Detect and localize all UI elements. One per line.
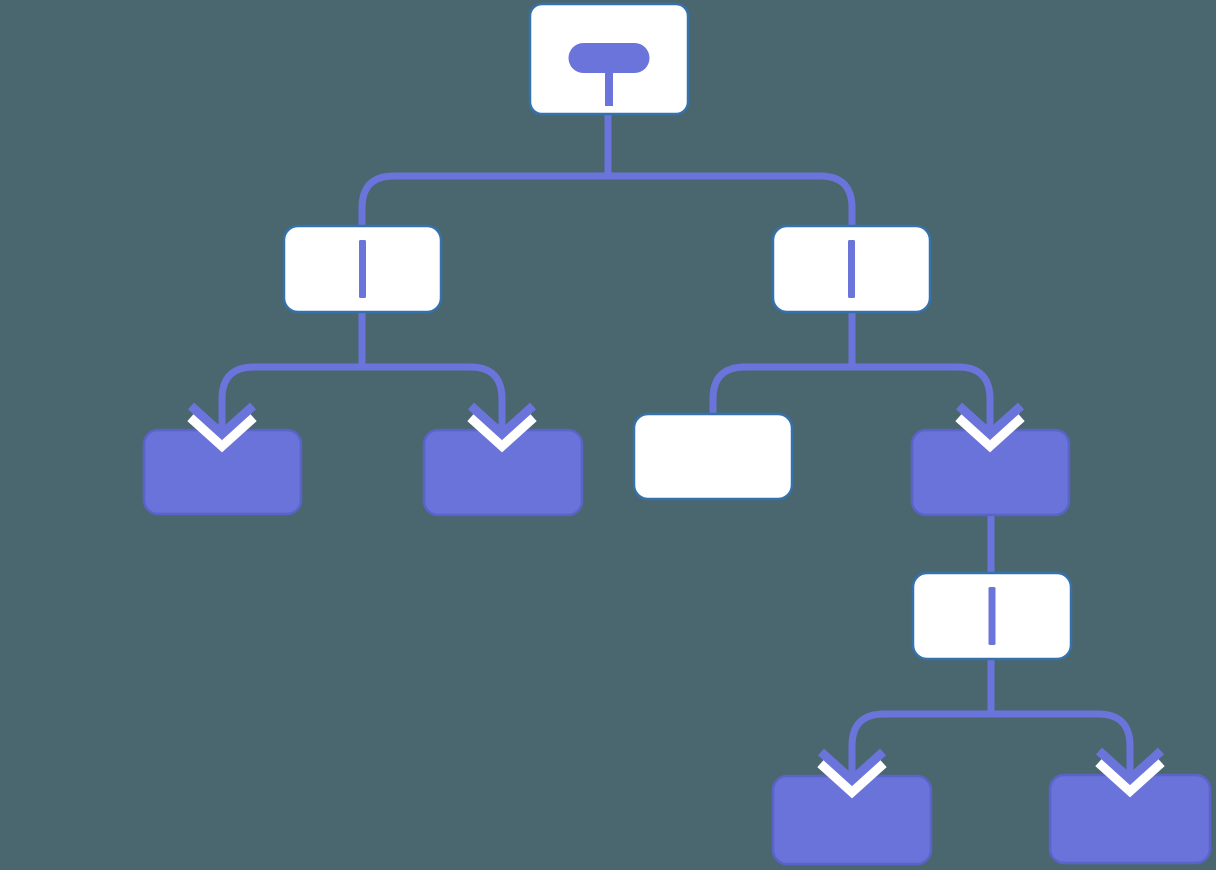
- chevron-purple-icon: [955, 402, 1025, 441]
- edge-root-split-rail: [358, 172, 856, 228]
- node-box-node-plain[interactable]: [632, 412, 794, 501]
- node-root[interactable]: [528, 2, 690, 116]
- chevron-white-icon: [187, 412, 257, 453]
- branch-divider-icon: [359, 240, 366, 298]
- chevron-white-icon: [817, 758, 887, 799]
- arrowhead-chevron-icon: [817, 748, 887, 799]
- arrowhead-chevron-icon: [1095, 747, 1165, 798]
- arrowhead-chevron-icon: [187, 402, 257, 453]
- arrowhead-chevron-icon: [955, 402, 1025, 453]
- root-pill-icon: [568, 43, 650, 73]
- arrowhead-chevron-icon: [467, 402, 537, 453]
- root-pill-stem-icon: [605, 72, 613, 106]
- node-branch-bottom[interactable]: [911, 571, 1073, 661]
- chevron-purple-icon: [187, 402, 257, 441]
- node-node-plain[interactable]: [632, 412, 794, 501]
- edge-right-split-rail: [709, 363, 994, 432]
- chevron-purple-icon: [467, 402, 537, 441]
- arrows-layer: [187, 402, 1165, 799]
- chevron-purple-icon: [817, 748, 887, 787]
- chevron-white-icon: [1095, 757, 1165, 798]
- nodes-layer: [142, 2, 1212, 866]
- branch-divider-icon: [848, 240, 855, 298]
- node-branch-right[interactable]: [771, 224, 932, 314]
- node-branch-left[interactable]: [282, 224, 443, 314]
- chevron-white-icon: [467, 412, 537, 453]
- edges-layer: [218, 114, 1134, 778]
- branch-divider-icon: [988, 587, 996, 645]
- edge-bottom-split-rail: [848, 710, 1134, 778]
- edge-left-split-rail: [218, 363, 506, 432]
- chevron-white-icon: [955, 412, 1025, 453]
- chevron-purple-icon: [1095, 747, 1165, 786]
